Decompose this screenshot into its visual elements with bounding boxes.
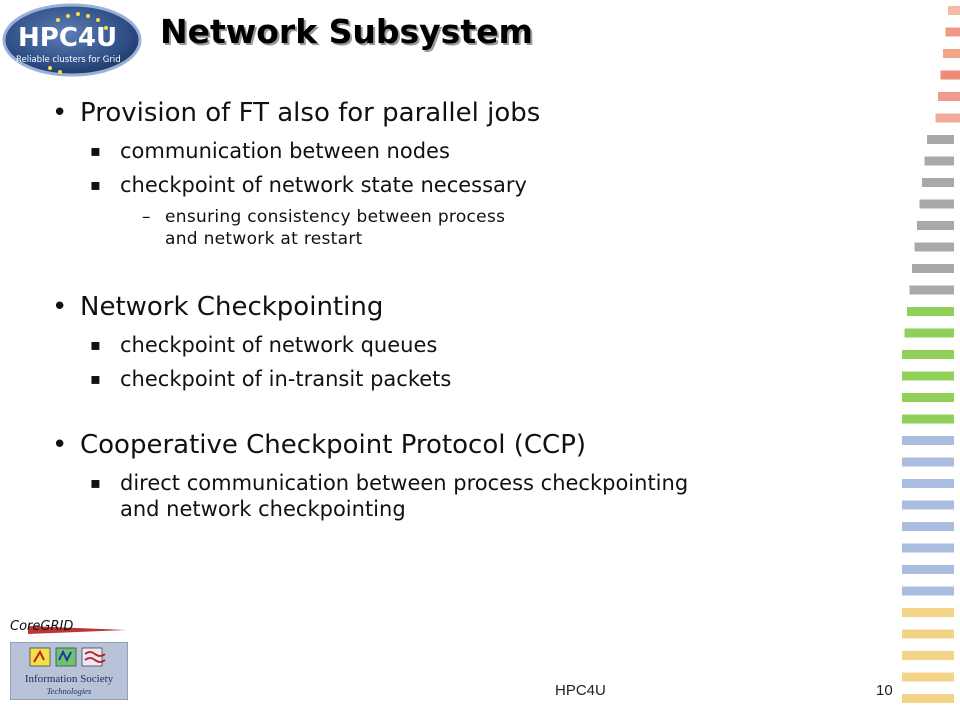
stripe: [902, 543, 954, 553]
bullet-dot: •: [52, 430, 68, 460]
stripe: [945, 27, 960, 37]
slide-title: Network Subsystem: [160, 12, 533, 51]
square-bullet: ▪: [90, 335, 101, 354]
stripe: [902, 672, 954, 682]
stripe: [902, 371, 954, 381]
stripe: [943, 49, 960, 58]
stripe: [902, 479, 954, 488]
subbullet-2-2: ▪ checkpoint of in-transit packets: [90, 367, 452, 391]
svg-text:Technologies: Technologies: [47, 686, 92, 696]
subbullet-1-1: ▪ communication between nodes: [90, 139, 450, 163]
stripe: [938, 92, 960, 101]
square-bullet: ▪: [90, 473, 101, 492]
stripe: [948, 6, 960, 15]
square-bullet: ▪: [90, 141, 101, 160]
information-society-technologies-logo: Information Society Technologies: [10, 642, 128, 700]
stripe: [940, 70, 960, 80]
svg-text:CoreGRID: CoreGRID: [10, 619, 73, 634]
bullet-dot: •: [52, 292, 68, 322]
square-bullet: ▪: [90, 369, 101, 388]
slide-content: • Provision of FT also for parallel jobs…: [52, 96, 902, 530]
subbullet-1-2: ▪ checkpoint of network state necessary: [90, 173, 527, 197]
stripe: [919, 199, 954, 209]
stripe: [914, 242, 954, 252]
stripe: [917, 221, 954, 230]
hpc4u-logo: HPC4U Reliable clusters for Grid: [2, 3, 142, 77]
stripe: [912, 264, 954, 273]
svg-text:Information Society: Information Society: [25, 673, 114, 685]
coregrid-logo: CoreGRID: [10, 619, 126, 634]
bullet-1-text: Provision of FT also for parallel jobs: [80, 98, 541, 128]
bullet-2: • Network Checkpointing: [52, 290, 902, 324]
stripe: [902, 586, 954, 596]
stripe: [902, 457, 954, 467]
stripe: [909, 285, 954, 295]
dash-bullet: –: [142, 207, 151, 227]
stripe: [902, 608, 954, 617]
bullet-2-text: Network Checkpointing: [80, 292, 384, 322]
decorative-stripes: [902, 6, 960, 703]
stripe: [902, 350, 954, 359]
stripe: [902, 414, 954, 424]
svg-text:Reliable clusters for Grid: Reliable clusters for Grid: [16, 55, 121, 65]
bullet-3: • Cooperative Checkpoint Protocol (CCP): [52, 428, 902, 462]
stripe: [902, 629, 954, 639]
bullet-dot: •: [52, 98, 68, 128]
stripe: [904, 328, 954, 338]
stripe: [922, 178, 954, 187]
stripe: [902, 436, 954, 445]
subsubbullet-1-2-1: – ensuring consistency between process a…: [142, 207, 506, 249]
bullet-3-text: Cooperative Checkpoint Protocol (CCP): [80, 430, 587, 460]
footer-label: HPC4U: [555, 682, 606, 699]
page-number: 10: [876, 682, 893, 699]
square-bullet: ▪: [90, 175, 101, 194]
stripe: [902, 500, 954, 510]
stripe: [902, 651, 954, 660]
stripe: [902, 393, 954, 402]
svg-text:HPC4U: HPC4U: [18, 23, 117, 53]
stripe: [902, 565, 954, 574]
subbullet-2-1: ▪ checkpoint of network queues: [90, 333, 438, 357]
stripe: [927, 135, 954, 144]
bullet-1: • Provision of FT also for parallel jobs: [52, 96, 902, 130]
stripe: [902, 522, 954, 531]
stripe: [924, 156, 954, 166]
stripe: [907, 307, 954, 316]
subbullet-3-1: ▪ direct communication between process c…: [90, 471, 689, 521]
stripe: [935, 113, 960, 123]
stripe: [902, 694, 954, 703]
